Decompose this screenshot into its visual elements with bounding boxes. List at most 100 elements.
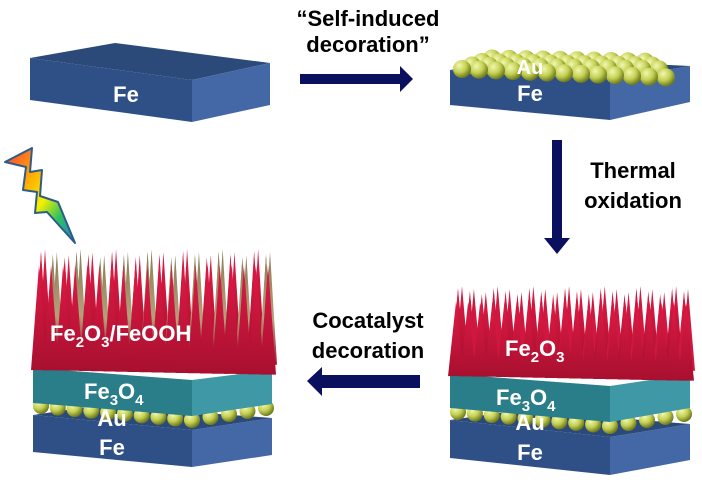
fe-front-face xyxy=(33,415,192,467)
fe3o4-side-face xyxy=(192,370,272,416)
self-induced-decoration-arrow: “Self-induced decoration” xyxy=(296,6,440,92)
nanowire-spike xyxy=(460,302,477,377)
au-nanoparticle xyxy=(453,60,471,78)
fe-side-face xyxy=(610,424,690,475)
au-nanoparticle xyxy=(657,68,675,87)
nanowire-spike xyxy=(139,265,156,373)
arrow-left-icon xyxy=(307,367,420,396)
nanowire-spike xyxy=(665,302,682,381)
nanowire-spike xyxy=(127,265,144,373)
fe-side-face xyxy=(192,418,272,467)
nanowire-spike xyxy=(653,302,670,381)
au-nanoparticle xyxy=(470,60,488,79)
nanowire-spike xyxy=(247,265,264,375)
arrow2-caption-line1: Thermal xyxy=(590,158,676,183)
nanowire-spike xyxy=(532,302,549,378)
au-label: Au xyxy=(97,406,126,431)
au-label: Au xyxy=(517,57,544,79)
fe2o3-feooh-label: Fe2O3/FeOOH xyxy=(50,321,191,351)
au-nanoparticle xyxy=(623,67,641,85)
nanowire-spike xyxy=(508,302,525,378)
au-nanoparticle xyxy=(602,418,618,434)
au-nanoparticle xyxy=(487,61,505,80)
au-nanoparticle xyxy=(504,62,522,81)
step3-stack: Fe2O3 Fe3O4 Au Fe xyxy=(448,286,695,475)
nanowire-spike xyxy=(103,265,120,372)
nanowire-spike xyxy=(593,302,610,379)
fe3o4-label: Fe3O4 xyxy=(84,379,144,409)
nanowire-spike xyxy=(175,265,192,373)
arrow-down-icon xyxy=(544,140,570,254)
au-nanoparticle xyxy=(606,66,624,85)
fe3o4-label: Fe3O4 xyxy=(496,385,556,415)
fe-label: Fe xyxy=(99,435,125,460)
fe-label: Fe xyxy=(113,82,139,107)
fe3o4-front-face xyxy=(450,374,610,422)
cocatalyst-decoration-arrow: Cocatalyst decoration xyxy=(307,308,424,396)
nanowire-spike xyxy=(617,302,634,380)
nanowire-spike xyxy=(43,265,60,371)
fe-label: Fe xyxy=(517,440,543,465)
au-nanoparticle xyxy=(521,62,539,81)
nanowire-spike xyxy=(55,265,72,371)
nanowire-spike xyxy=(556,302,573,379)
fe-side-face xyxy=(192,63,270,122)
lightning-bolt-icon xyxy=(4,147,76,244)
nanowire-spike xyxy=(163,265,180,373)
arrow3-caption-line1: Cocatalyst xyxy=(312,308,424,333)
arrow3-caption-line2: decoration xyxy=(312,338,424,363)
nanowire-spike xyxy=(678,302,694,381)
step2-fe-au-block: Au Fe xyxy=(450,49,690,120)
nanowire-spike xyxy=(569,302,586,379)
fe-label: Fe xyxy=(517,81,543,106)
fe3o4-side-face xyxy=(610,374,690,422)
au-nanoparticle xyxy=(572,64,590,83)
fe-front-face xyxy=(30,58,192,122)
fe-top-face xyxy=(30,43,270,80)
thermal-oxidation-arrow: Thermal oxidation xyxy=(544,140,682,254)
au-label: Au xyxy=(515,410,544,435)
au-nanoparticle xyxy=(589,65,607,84)
nanowire-spike xyxy=(151,265,168,373)
au-nanoparticle xyxy=(184,412,200,428)
au-nanoparticles xyxy=(453,49,675,87)
nanowire-spike xyxy=(641,302,658,380)
au-nanoparticle xyxy=(676,406,692,422)
nanowire-spike xyxy=(67,265,84,371)
nanowire-spike xyxy=(605,302,622,380)
nanowire-spike xyxy=(91,265,108,372)
au-nanoparticle xyxy=(538,63,556,82)
arrow2-caption-line2: oxidation xyxy=(584,188,682,213)
au-nanoparticle xyxy=(640,67,658,86)
nanowire-spike xyxy=(199,265,216,374)
nanowire-spike xyxy=(31,265,47,371)
nanowire-spike xyxy=(235,265,252,375)
arrow1-caption-line1: “Self-induced xyxy=(296,6,439,31)
nanowire-spike xyxy=(496,302,513,378)
nanowire-spike xyxy=(187,265,204,374)
fe2o3-feooh-nanowire-array xyxy=(31,249,277,375)
step4-stack: Fe2O3/FeOOH Fe3O4 Au Fe xyxy=(31,249,277,467)
nanowire-spike xyxy=(79,265,96,372)
step1-fe-block: Fe xyxy=(30,43,270,122)
nanowire-spike xyxy=(520,302,537,378)
arrow-right-icon xyxy=(300,66,413,92)
nanowire-spike xyxy=(544,302,561,379)
fe2o3-nanowire-array xyxy=(448,286,695,381)
nanowire-spike xyxy=(211,265,228,374)
arrow1-caption-line2: decoration” xyxy=(306,32,429,57)
nanowire-spike xyxy=(448,302,464,377)
au-nanoparticle xyxy=(555,64,573,83)
au-nanoparticle xyxy=(657,409,674,425)
nanowire-spike xyxy=(115,265,132,372)
nanowire-spike xyxy=(260,265,276,375)
nanowire-spike xyxy=(223,265,240,374)
fe2o3-label: Fe2O3 xyxy=(505,336,565,366)
nanowire-spike xyxy=(484,302,501,377)
nanowire-spike xyxy=(472,302,489,377)
nanowire-spike xyxy=(581,302,598,379)
fe-front-face xyxy=(450,420,610,475)
fe3o4-front-face xyxy=(33,368,192,416)
nanowire-spike xyxy=(629,302,646,380)
